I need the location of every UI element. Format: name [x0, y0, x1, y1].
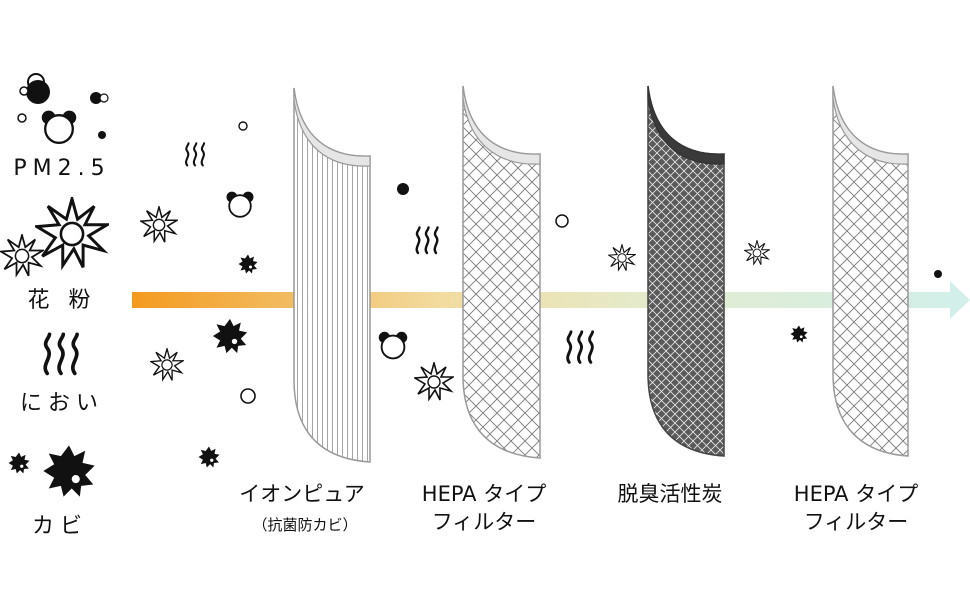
pollen-icon [1, 199, 107, 276]
filter-hepa-1 [463, 86, 540, 458]
odor-icon [45, 334, 77, 373]
filter-label-hepa-1: HEPA タイプ フィルター [384, 480, 584, 536]
filter-label-line1: 脱臭活性炭 [570, 480, 770, 508]
filter-label-line1: HEPA タイプ [756, 480, 956, 508]
legend-label-pollen: 花 粉 [2, 282, 122, 314]
filter-label-line2: フィルター [756, 508, 956, 536]
particles-stage4 [745, 241, 808, 343]
particles-stage3 [556, 215, 635, 362]
filter-label-ion-pure: イオンピュア [202, 480, 402, 508]
legend-label-odor: におい [2, 385, 122, 417]
filter-label-hepa-2: HEPA タイプ フィルター [756, 480, 956, 536]
pm25-particles-icon [18, 74, 108, 143]
legend-label-pm25: PM2.5 [2, 156, 122, 181]
legend-label-mold: カビ [0, 508, 120, 540]
filter-hepa-2 [833, 86, 908, 456]
filter-label-carbon: 脱臭活性炭 [570, 480, 770, 508]
filter-label-line1: HEPA タイプ [384, 480, 584, 508]
filter-sub-ion-pure: （抗菌防カビ） [205, 514, 405, 535]
mold-icon [9, 445, 95, 496]
filter-activated-carbon [648, 86, 724, 456]
filter-label-line2: フィルター [384, 508, 584, 536]
particles-stage2 [379, 183, 453, 400]
filter-label-line1: イオンピュア [202, 480, 402, 508]
filter-ion-pure [294, 88, 370, 462]
final-particle [934, 270, 942, 278]
